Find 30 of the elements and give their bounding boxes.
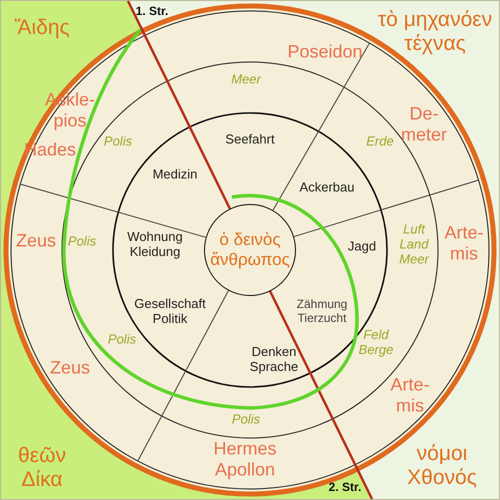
domain-label: Polis (108, 332, 136, 348)
skill-label: Seefahrt (225, 132, 275, 148)
skill-label: Medizin (152, 168, 198, 182)
god-name: Arte- mis (390, 374, 430, 416)
god-name: Zeus (50, 358, 90, 378)
domain-label: Luft Land Meer (399, 222, 429, 268)
domain-label: Meer (231, 72, 261, 88)
strophe-label: 2. Str. (328, 481, 362, 495)
domain-label: Feld Berge (358, 328, 394, 358)
skill-label: Zähmung Tierzucht (296, 298, 348, 326)
domain-label: Polis (232, 412, 260, 428)
greek-heading: θεῶν Δίκα (18, 444, 66, 492)
domain-label: Polis (68, 234, 96, 250)
god-name: De- meter (401, 103, 447, 145)
god-name: Zeus (16, 230, 56, 252)
skill-label: Ackerbau (300, 180, 354, 196)
domain-label: Polis (104, 134, 132, 150)
god-name: Poseidon (287, 42, 363, 62)
skill-label: Gesellschaft Politik (134, 297, 206, 327)
center-title: ὁ δεινὸς ἄνθρωπος (210, 230, 290, 270)
greek-heading: τὸ μηχανόεν τέχνας (378, 8, 492, 56)
domain-label: Erde (366, 134, 394, 150)
strophe-label: 1. Str. (136, 5, 168, 19)
god-name: Hermes Apollon (214, 438, 276, 480)
skill-label: Jagd (348, 240, 376, 254)
skill-label: Denken Sprache (250, 345, 298, 375)
skill-label: Wohnung Kleidung (127, 230, 183, 260)
god-name: Arte- mis (444, 222, 484, 264)
greek-heading: Ἅιδης (14, 16, 70, 40)
greek-heading: νόμοι Χθονός (407, 442, 477, 490)
